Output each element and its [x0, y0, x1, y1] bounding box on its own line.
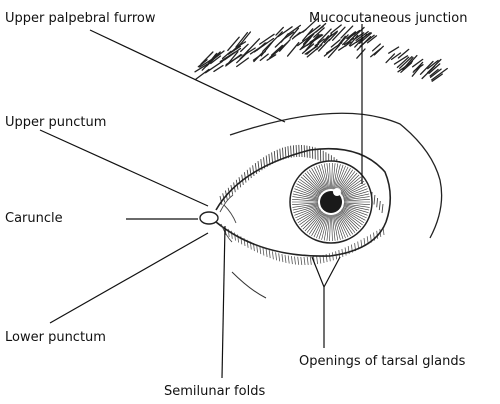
lower-eyelash — [276, 252, 277, 260]
upper-eyelash — [379, 201, 380, 210]
lower-eyelash — [279, 253, 280, 261]
upper-eyelash — [253, 165, 254, 176]
eyebrow-hair — [401, 63, 412, 72]
lower-eyelash — [307, 257, 308, 265]
caruncle-shape — [200, 212, 218, 224]
lower-eyelash — [291, 256, 292, 264]
label-caruncle: Caruncle — [5, 212, 63, 225]
lower-eyelash — [272, 251, 273, 259]
lower-eyelash — [263, 248, 264, 256]
lower-eyelash — [295, 257, 296, 265]
eyebrow-hair — [241, 44, 248, 51]
lower-eyelash — [282, 254, 283, 262]
eyebrow — [195, 19, 447, 81]
lower-eyelash — [298, 257, 299, 265]
label-upper-punctum: Upper punctum — [5, 116, 106, 129]
lower-lid-crease — [232, 272, 266, 298]
label-openings-of-tarsal-glands: Openings of tarsal glands — [299, 355, 465, 368]
lower-eyelash — [235, 233, 236, 241]
leader-semilunar — [222, 226, 225, 378]
label-mucocutaneous-junction: Mucocutaneous junction — [309, 12, 467, 25]
leader-upper-furrow — [90, 30, 285, 122]
eyebrow-hair — [195, 64, 208, 72]
upper-eyelash — [296, 145, 297, 157]
eyebrow-hair — [413, 62, 422, 72]
upper-eyelash — [299, 145, 300, 157]
lower-eyelash — [285, 255, 286, 263]
lower-eyelash — [288, 256, 289, 264]
upper-eyelash — [377, 198, 378, 207]
label-lower-punctum: Lower punctum — [5, 331, 106, 344]
eyebrow-hair — [389, 47, 399, 53]
label-upper-palpebral-furrow: Upper palpebral furrow — [5, 12, 155, 25]
eyebrow-hair — [269, 32, 282, 46]
lower-eyelash — [345, 248, 346, 256]
lower-eyelash — [269, 250, 270, 258]
corneal-reflex — [333, 188, 341, 196]
eyebrow-hair — [196, 69, 209, 79]
upper-eyelash — [382, 204, 383, 213]
eyebrow-hair — [288, 43, 299, 57]
lower-eyelash — [304, 257, 305, 265]
lower-eyelash — [310, 257, 311, 265]
label-semilunar-folds: Semilunar folds — [164, 385, 265, 398]
eyebrow-hair — [237, 58, 249, 67]
lower-eyelash — [238, 235, 239, 243]
leader-upper-punctum — [40, 130, 208, 206]
lower-eyelash — [231, 231, 232, 239]
upper-eyelash — [302, 145, 303, 157]
lower-eyelash — [301, 257, 302, 265]
lower-eyelash — [266, 249, 267, 257]
leader-lower-punctum — [50, 233, 208, 323]
eyebrow-hair — [357, 49, 365, 58]
upper-eyelash — [374, 195, 375, 205]
lower-eyelash — [317, 256, 318, 264]
upper-eyelash — [250, 168, 251, 179]
lower-eyelash — [329, 253, 330, 261]
leader-tarsal — [312, 257, 340, 287]
eyebrow-hair — [324, 49, 333, 56]
